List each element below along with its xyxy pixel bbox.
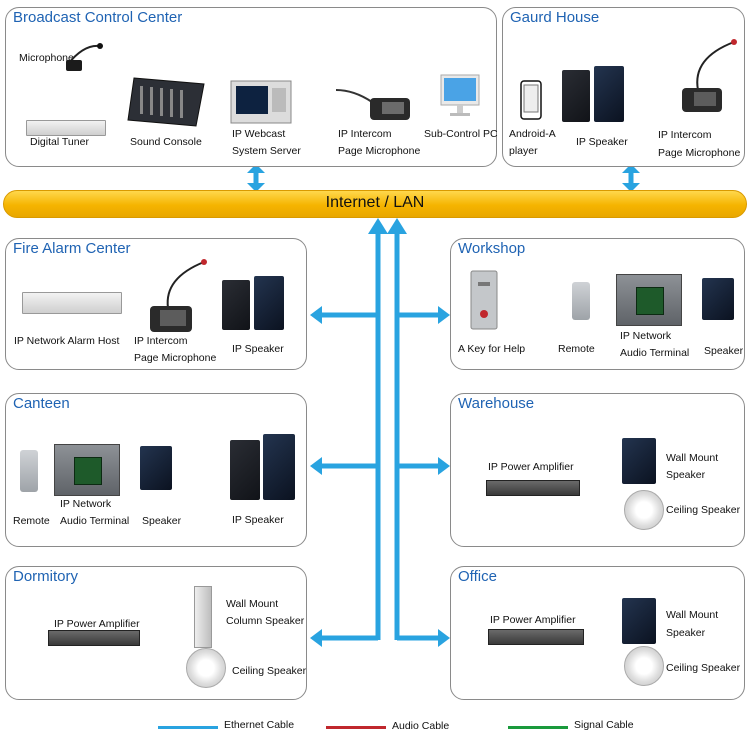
label-canteen-terminal-1: IP Network <box>60 498 112 510</box>
label-intercom-fire-1: IP Intercom <box>134 335 188 347</box>
label-subcontrol: Sub-Control PC <box>424 128 498 140</box>
digital-tuner-icon <box>26 120 106 136</box>
panel-title: Canteen <box>13 395 70 412</box>
ceiling-speaker-icon <box>624 646 664 686</box>
legend-signal-label: Signal Cable <box>574 719 634 731</box>
label-android-1: Android-A <box>509 128 556 140</box>
ip-speaker-icon <box>594 66 624 122</box>
panel-title: Broadcast Control Center <box>13 9 183 26</box>
android-player-icon <box>520 80 542 120</box>
trunk-arrow-right <box>387 218 407 234</box>
label-office-ceiling: Ceiling Speaker <box>666 662 741 674</box>
ethernet-link-broadcast <box>247 164 265 192</box>
power-amplifier-icon <box>486 480 580 496</box>
label-office-amp: IP Power Amplifier <box>490 614 576 626</box>
label-intercom-guard-1: IP Intercom <box>658 129 712 141</box>
label-warehouse-wall-2: Speaker <box>666 469 706 481</box>
ip-speaker-icon <box>263 434 295 500</box>
label-intercom-guard-2: Page Microphone <box>658 147 741 159</box>
label-warehouse-amp: IP Power Amplifier <box>488 461 574 473</box>
network-band: Internet / LAN <box>3 190 747 218</box>
label-workshop-terminal-2: Audio Terminal <box>620 347 690 359</box>
label-canteen-speaker: Speaker <box>142 515 182 527</box>
label-dormitory-column-2: Column Speaker <box>226 615 305 627</box>
label-warehouse-wall-1: Wall Mount <box>666 452 719 464</box>
label-webcast-1: IP Webcast <box>232 128 286 140</box>
panel-title: Warehouse <box>458 395 535 412</box>
microphone-icon <box>66 43 103 71</box>
label-guard-speaker: IP Speaker <box>576 136 628 148</box>
label-intercom-bcc-1: IP Intercom <box>338 128 392 140</box>
speaker-icon <box>702 278 734 320</box>
ip-speaker-icon <box>230 440 260 500</box>
wall-speaker-icon <box>622 598 656 644</box>
ceiling-speaker-icon <box>186 648 226 688</box>
speaker-icon <box>140 446 172 490</box>
legend-ethernet-label: Ethernet Cable <box>224 719 295 731</box>
ip-speaker-icon <box>562 70 590 122</box>
label-dormitory-ceiling: Ceiling Speaker <box>232 665 307 677</box>
sound-console-icon <box>127 77 205 127</box>
legend-signal-line <box>508 726 568 729</box>
webcast-server-icon <box>230 80 292 124</box>
panel-workshop: Workshop <box>450 238 745 370</box>
legend-ethernet-line <box>158 726 218 729</box>
pc-monitor-icon <box>440 74 480 116</box>
page-microphone-icon <box>682 39 737 112</box>
remote-icon <box>20 450 38 492</box>
label-sound-console: Sound Console <box>130 136 202 148</box>
panel-title: Workshop <box>458 240 526 257</box>
label-fire-speaker: IP Speaker <box>232 343 284 355</box>
wall-speaker-icon <box>622 438 656 484</box>
power-amplifier-icon <box>488 629 584 645</box>
label-alarm-host: IP Network Alarm Host <box>14 335 120 347</box>
panel-warehouse: Warehouse <box>450 393 745 547</box>
ip-speaker-icon <box>254 276 284 330</box>
alarm-host-icon <box>22 292 122 314</box>
network-label: Internet / LAN <box>325 194 425 211</box>
label-dormitory-column-1: Wall Mount <box>226 598 279 610</box>
label-android-2: player <box>509 145 538 157</box>
panel-title: Fire Alarm Center <box>13 240 131 257</box>
label-intercom-fire-2: Page Microphone <box>134 352 217 364</box>
label-digital-tuner: Digital Tuner <box>30 136 89 148</box>
help-key-icon <box>470 270 498 330</box>
trunk-arrow-left <box>368 218 388 234</box>
label-help-key: A Key for Help <box>458 343 526 355</box>
audio-terminal-icon <box>616 274 682 326</box>
label-canteen-ip-speaker: IP Speaker <box>232 514 284 526</box>
label-office-wall-2: Speaker <box>666 627 706 639</box>
ceiling-speaker-icon <box>624 490 664 530</box>
panel-title: Gaurd House <box>510 9 600 26</box>
label-webcast-2: System Server <box>232 145 301 157</box>
panel-title: Dormitory <box>13 568 79 585</box>
power-amplifier-icon <box>48 630 140 646</box>
label-office-wall-1: Wall Mount <box>666 609 719 621</box>
label-canteen-terminal-2: Audio Terminal <box>60 515 130 527</box>
column-speaker-icon <box>194 586 212 648</box>
audio-terminal-icon <box>54 444 120 496</box>
page-microphone-icon <box>150 259 207 332</box>
label-workshop-speaker: Speaker <box>704 345 744 357</box>
legend-audio-line <box>326 726 386 729</box>
legend-audio-label: Audio Cable <box>392 720 450 732</box>
label-microphone: Microphone <box>19 52 74 64</box>
label-workshop-remote: Remote <box>558 343 595 355</box>
label-dormitory-amp: IP Power Amplifier <box>54 618 140 630</box>
label-warehouse-ceiling: Ceiling Speaker <box>666 504 741 516</box>
panel-title: Office <box>458 568 497 585</box>
ip-speaker-icon <box>222 280 250 330</box>
page-microphone-icon <box>335 89 410 120</box>
remote-icon <box>572 282 590 320</box>
ethernet-link-guard <box>622 164 640 192</box>
label-intercom-bcc-2: Page Microphone <box>338 145 421 157</box>
label-workshop-terminal-1: IP Network <box>620 330 672 342</box>
label-canteen-remote: Remote <box>13 515 50 527</box>
